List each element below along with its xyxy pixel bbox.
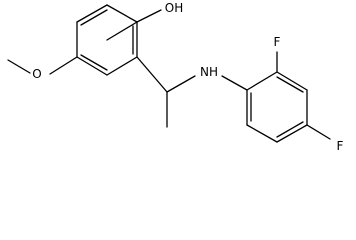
methoxy-bond <box>49 56 78 75</box>
fluoro-para-label: F <box>337 139 344 153</box>
hydroxyl-bond <box>136 9 162 23</box>
fluoro-ortho-label: F <box>274 35 281 49</box>
chemical-structure: OH O NH F F <box>7 1 344 153</box>
fluoro-para-bond <box>306 124 331 140</box>
ring-to-ch-bond <box>136 56 168 93</box>
methoxy-oxygen-label: O <box>32 67 41 81</box>
difluorophenyl-ring <box>246 71 308 143</box>
phenol-ring <box>76 4 138 76</box>
nh-ring-bond <box>221 75 248 91</box>
methyl-bond <box>7 59 31 74</box>
ch-nh-bond <box>166 75 196 93</box>
hydroxyl-label: OH <box>165 1 183 15</box>
amine-label: NH <box>200 65 218 79</box>
